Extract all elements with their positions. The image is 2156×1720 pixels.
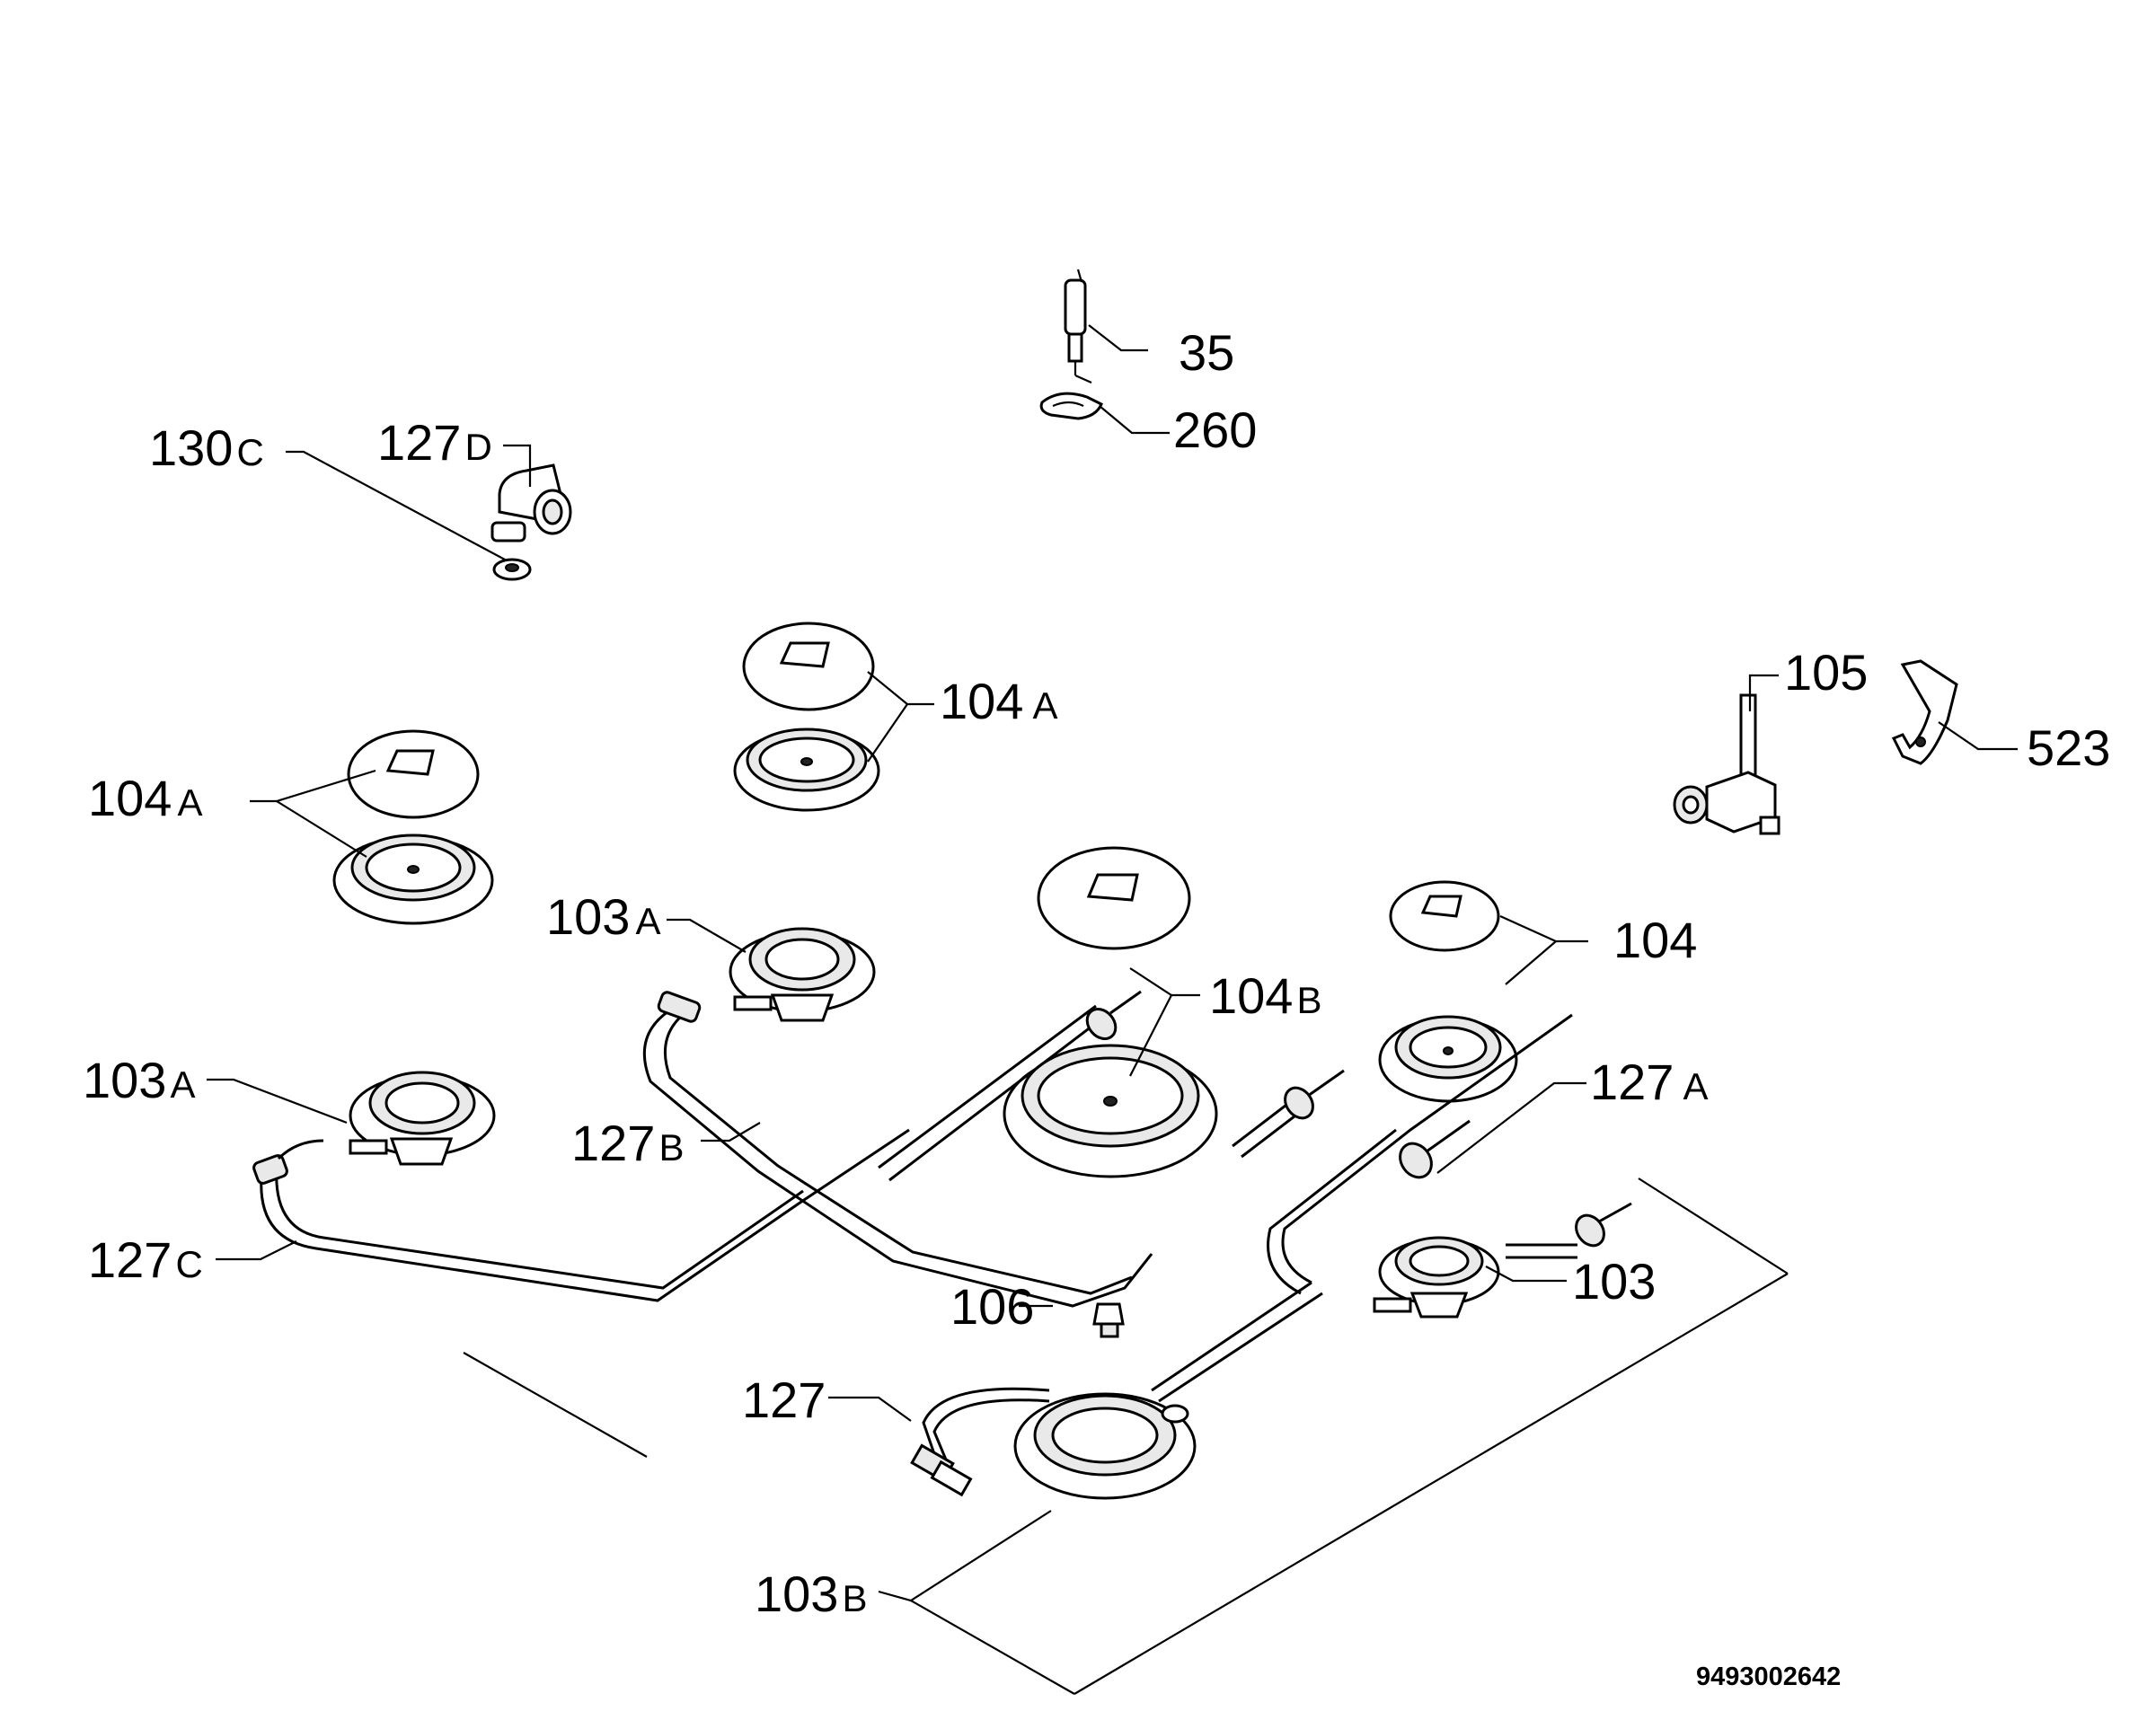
hob-outline — [463, 1178, 1789, 1695]
part-bracket — [1891, 659, 1958, 765]
part-burner-cap-top — [742, 622, 875, 711]
part-burner-cap-right — [1389, 880, 1500, 952]
part-clip — [1039, 392, 1103, 420]
label-127b: 127B — [571, 1115, 684, 1171]
part-burner-cap-large — [1037, 846, 1191, 950]
part-burner-crown-large — [1003, 1044, 1218, 1178]
part-gas-pipe-c — [252, 1128, 910, 1302]
part-burner-body-large — [1013, 1392, 1197, 1500]
part-gas-pipe-short — [910, 1387, 1050, 1497]
part-burner-body-right — [1373, 1236, 1500, 1319]
part-burner-cap-left — [347, 729, 480, 819]
part-burner-crown-right — [1378, 1015, 1518, 1103]
label-127c: 127C — [88, 1231, 203, 1288]
part-elbow-fitting — [490, 463, 572, 542]
part-burner-body-left — [349, 1071, 496, 1166]
document-id: 9493002642 — [1696, 1663, 1841, 1691]
part-burner-body-mid — [729, 927, 876, 1022]
label-35: 35 — [1179, 324, 1234, 381]
part-ignition-electrode — [1064, 269, 1092, 384]
part-injector — [1092, 1302, 1125, 1338]
part-gas-pipe-b — [642, 990, 1153, 1308]
part-burner-crown-top — [733, 728, 880, 812]
label-260: 260 — [1173, 401, 1257, 458]
label-523: 523 — [2027, 719, 2110, 776]
label-127: 127 — [742, 1372, 826, 1428]
part-gas-pipe-right — [1232, 1069, 1632, 1259]
label-103: 103 — [1572, 1253, 1656, 1310]
label-130c: 130C — [149, 419, 264, 476]
part-gas-pipe-a — [1151, 1013, 1573, 1403]
label-106: 106 — [950, 1278, 1034, 1335]
label-104: 104 — [1613, 912, 1697, 968]
label-104b: 104B — [1209, 967, 1321, 1024]
leader-lines — [207, 324, 2018, 1602]
part-gas-valve — [1673, 693, 1780, 835]
label-105: 105 — [1784, 644, 1868, 701]
label-127d: 127D — [377, 414, 492, 471]
part-burner-crown-left — [332, 834, 494, 925]
part-seal-ring — [492, 558, 532, 581]
label-103b: 103B — [755, 1566, 867, 1622]
label-103a-left: 103A — [83, 1052, 195, 1108]
